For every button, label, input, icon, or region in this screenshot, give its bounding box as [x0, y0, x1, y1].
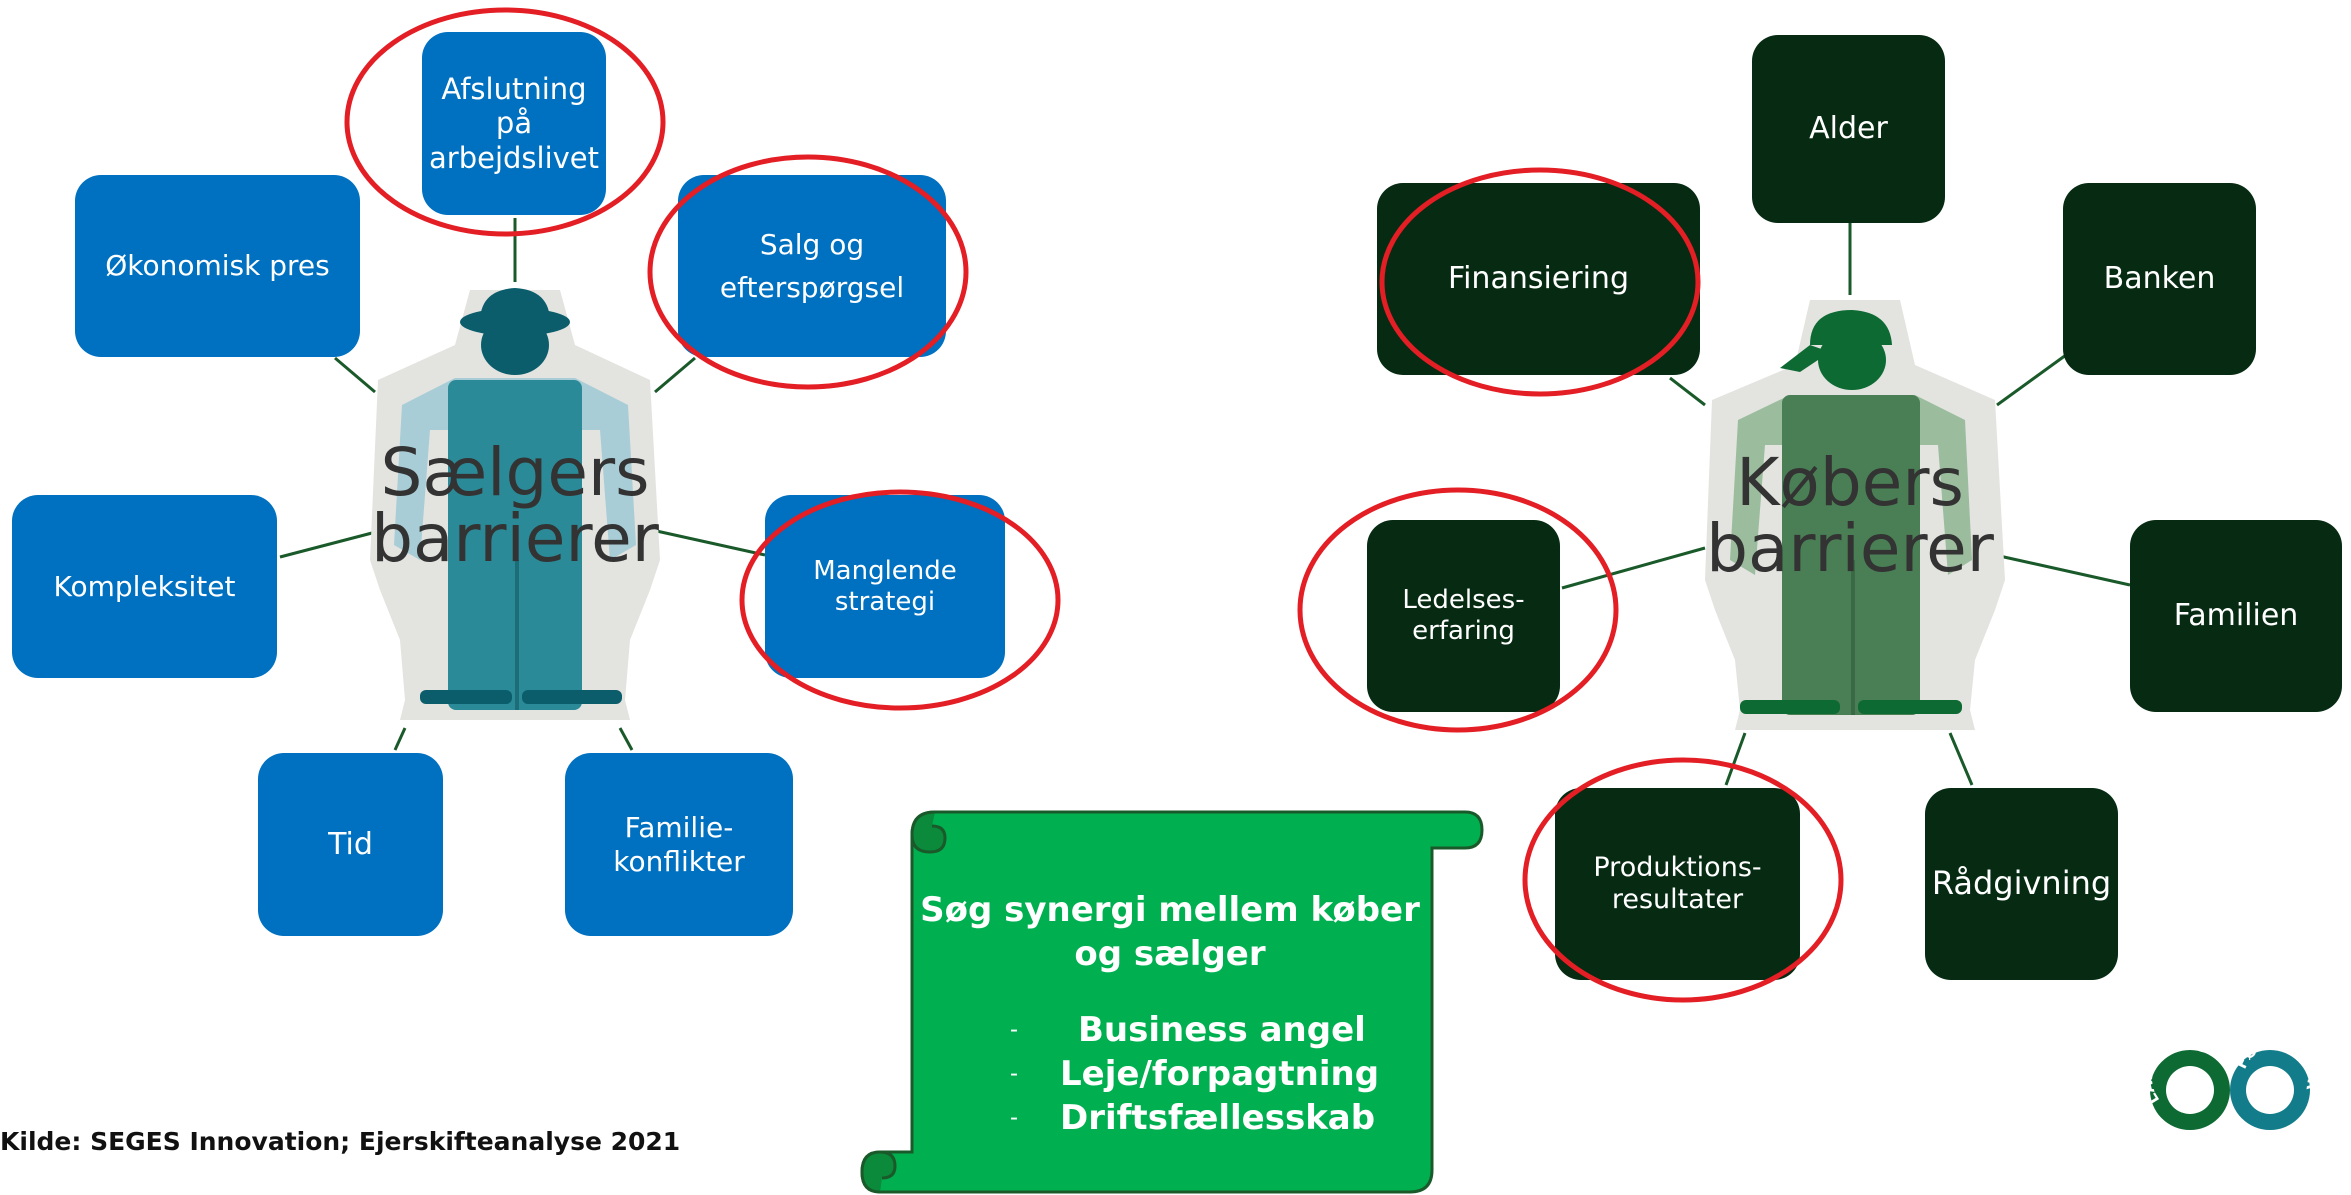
- buyer-title: Købers barrierer: [1706, 444, 1994, 587]
- buyer-box-familien: Familien: [2130, 520, 2342, 712]
- connector-okonomisk: [334, 356, 376, 394]
- scroll-bullet-leje: Leje/forpagtning: [1060, 1054, 1380, 1094]
- seller-box-manglende-strategi: Manglende strategi: [765, 495, 1005, 678]
- landbrug-fodevarer-logo: LANDBRUG FØDEVARER: [2138, 1033, 2322, 1130]
- buyer-box-radgivning: Rådgivning: [1925, 788, 2118, 980]
- seller-box-kompleksitet: Kompleksitet: [12, 495, 277, 678]
- connector-manglende: [651, 528, 766, 557]
- buyer-farmer-figure: [1705, 300, 2005, 730]
- connector-finansiering: [1669, 376, 1706, 407]
- connector-ledelse: [1561, 546, 1706, 590]
- buyer-box-ledelseserfaring: Ledelses- erfaring: [1367, 520, 1560, 712]
- seller-farmer-figure: [370, 288, 660, 720]
- buyer-box-finansiering: Finansiering: [1377, 183, 1700, 375]
- buyer-box-produktionsresultater: Produktions- resultater: [1555, 788, 1800, 980]
- seller-box-familie: Familie- konflikter: [565, 753, 793, 936]
- connector-banken: [1996, 353, 2067, 407]
- scroll-bullet-item: - Leje/forpagtning: [1010, 1054, 1380, 1094]
- scroll-bullet-item: - Driftsfællesskab: [1010, 1098, 1376, 1138]
- connector-tid: [393, 727, 407, 751]
- buyer-box-alder: Alder: [1752, 35, 1945, 223]
- connector-familie: [618, 727, 634, 751]
- buyer-box-banken: Banken: [2063, 183, 2256, 375]
- scroll-heading: Søg synergi mellem køber og sælger: [920, 890, 1420, 975]
- scroll-bullet-item: - Business angel: [1010, 1010, 1366, 1050]
- connector-salg: [654, 356, 696, 394]
- seller-title: Sælgers barrierer: [371, 434, 659, 577]
- scroll-bullet-business-angel: Business angel: [1078, 1010, 1366, 1050]
- connector-produktion: [1724, 732, 1747, 786]
- seller-box-afslutning: Afslutning på arbejdslivet: [422, 32, 606, 215]
- scroll-bullet-list: - Business angel - Leje/forpagtning - Dr…: [1010, 1008, 1390, 1140]
- seller-box-okonomisk-pres: Økonomisk pres: [75, 175, 360, 357]
- connector-kompleksitet: [279, 531, 373, 559]
- seller-box-tid: Tid: [258, 753, 443, 936]
- scroll-banner: [860, 810, 1484, 1194]
- connector-familien: [1994, 553, 2131, 587]
- scroll-bullet-drift: Driftsfællesskab: [1060, 1098, 1376, 1138]
- seller-box-salg: Salg og efterspørgsel: [678, 175, 946, 357]
- source-caption: Kilde: SEGES Innovation; Ejerskifteanaly…: [0, 1127, 681, 1156]
- connector-radgivning: [1948, 732, 1974, 786]
